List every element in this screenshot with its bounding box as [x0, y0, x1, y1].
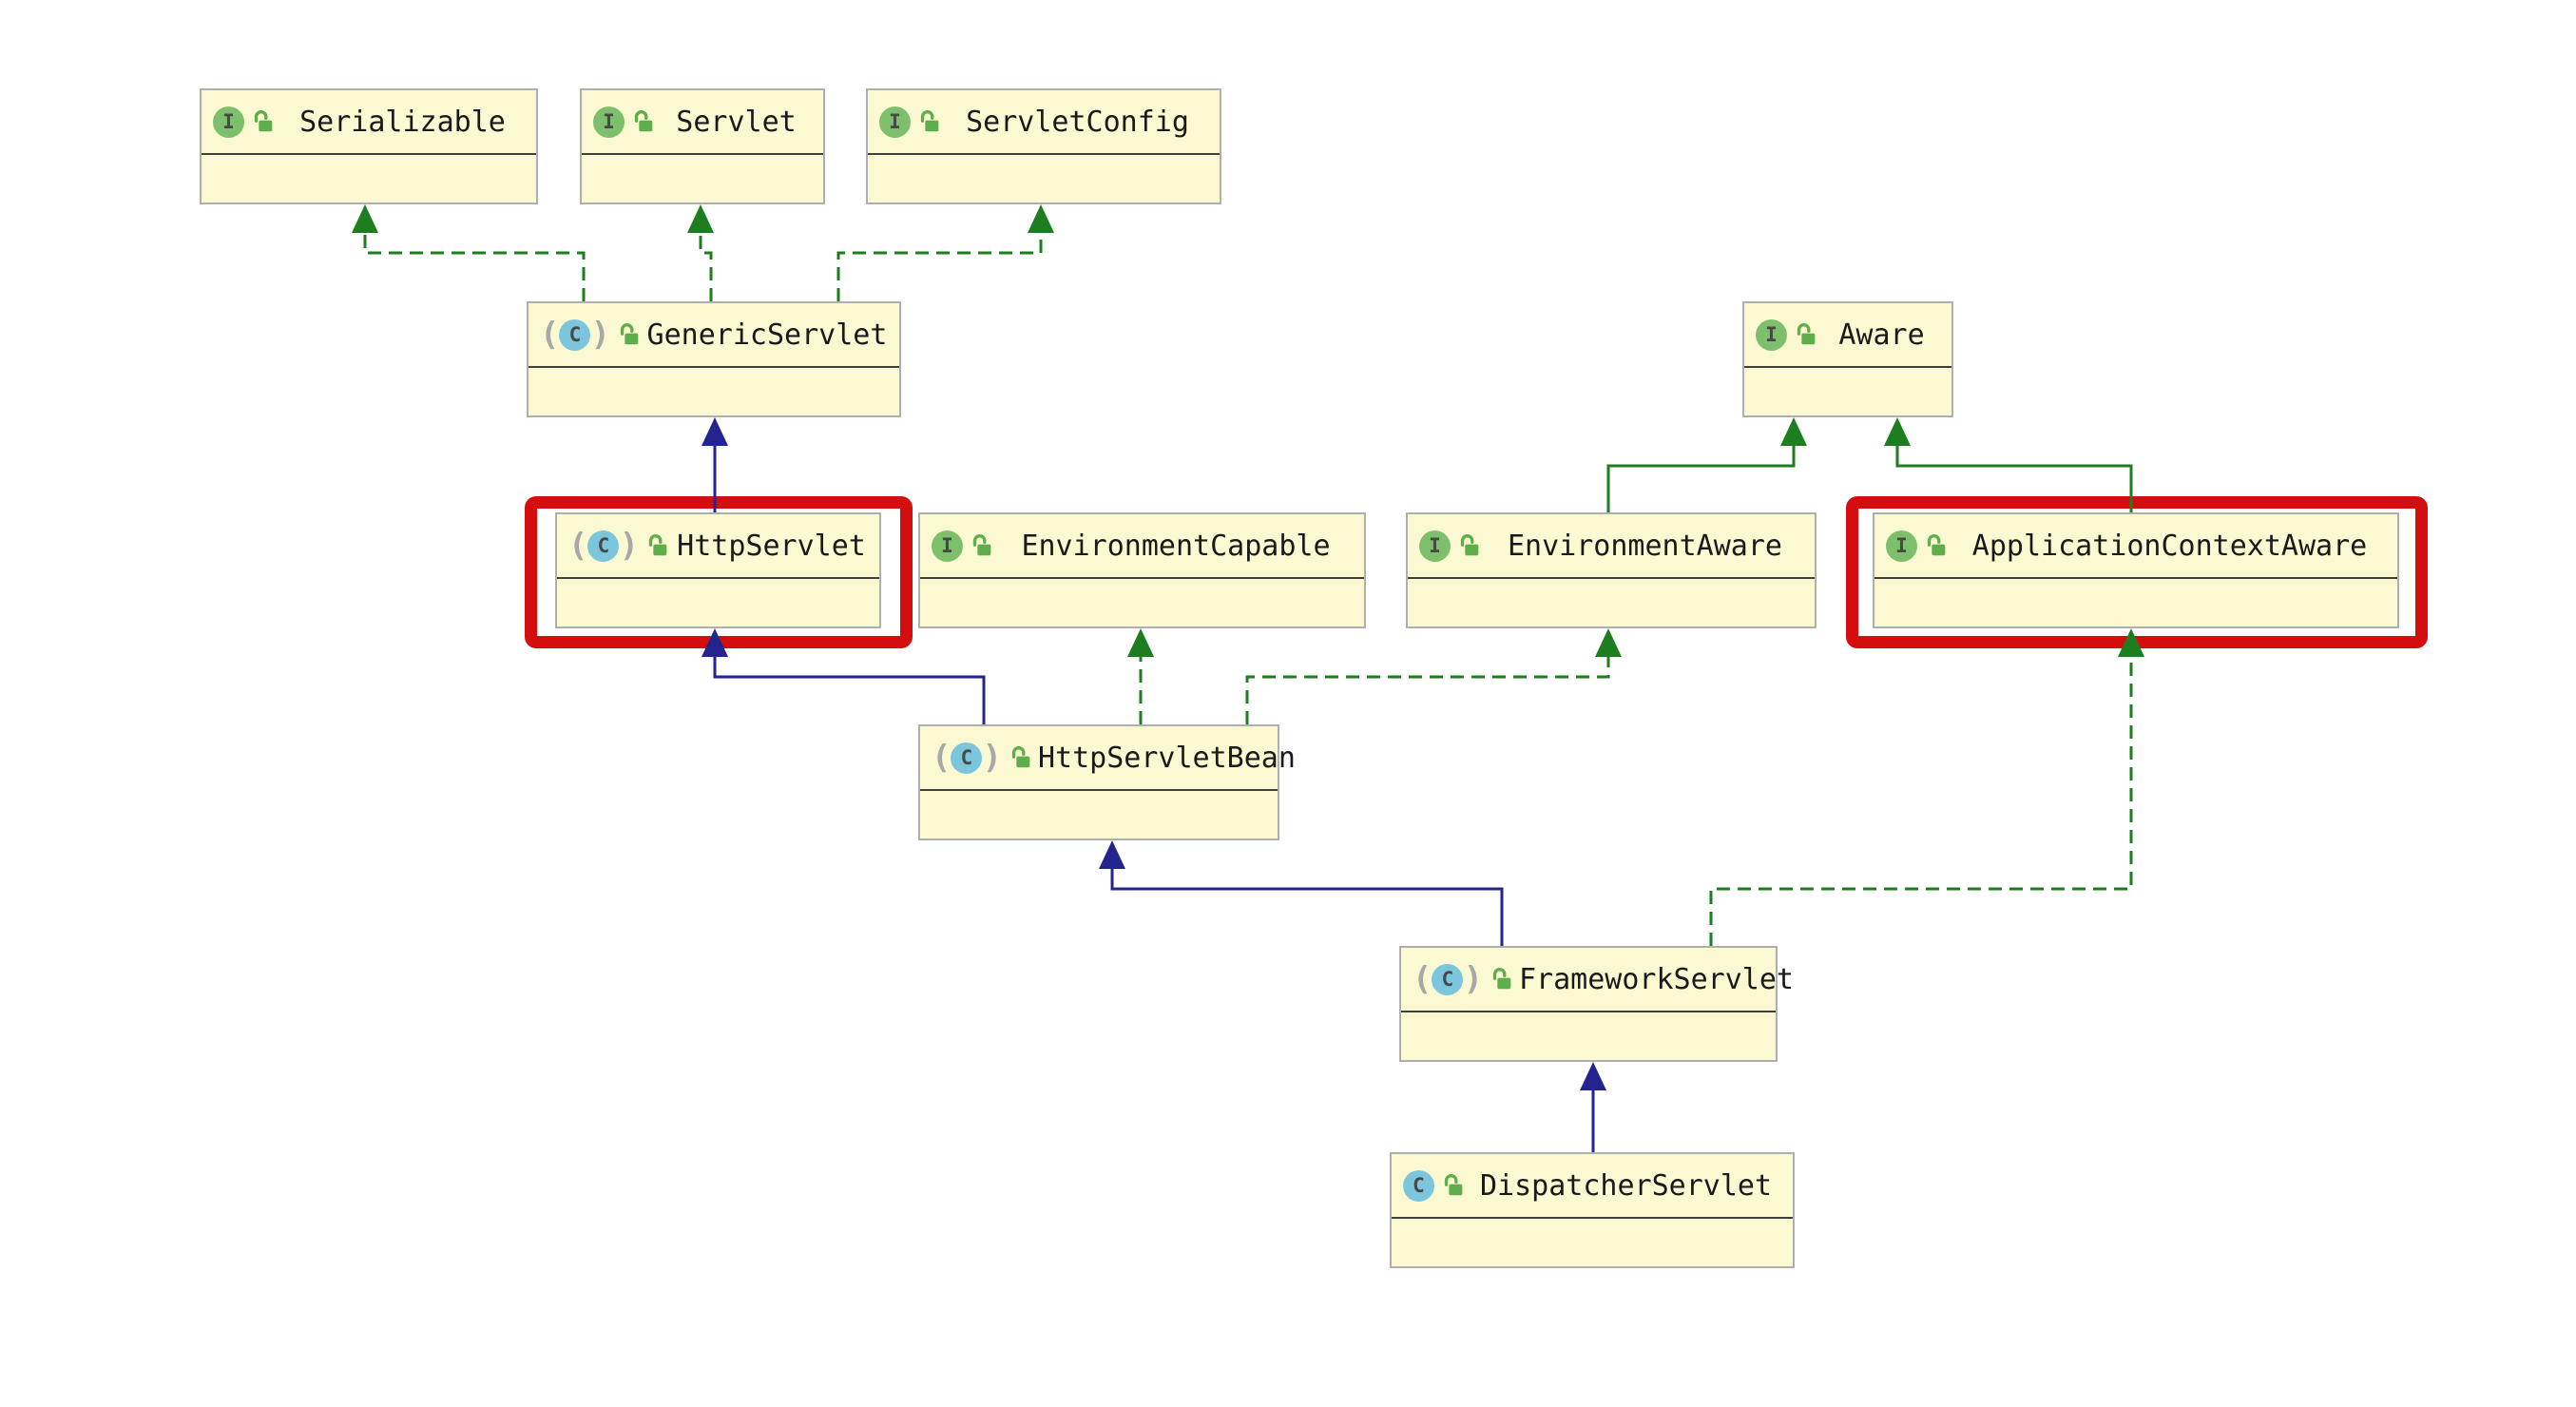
- abstract-paren-icon: [568, 530, 587, 562]
- abstract-paren-icon: [932, 742, 951, 774]
- class-name-label: ServletConfig: [966, 105, 1189, 139]
- edge-httpservletbean-implements-environmentaware: [1245, 628, 1622, 724]
- abstract-paren-icon: [619, 530, 638, 562]
- abstract-class-icon: C: [540, 318, 610, 351]
- class-icon: C: [1403, 1169, 1434, 1202]
- unlocked-icon: [916, 108, 943, 135]
- class-name-label: DispatcherServlet: [1479, 1168, 1773, 1203]
- edge-genericservlet-implements-serializable: [352, 204, 586, 301]
- node-body: [582, 155, 823, 204]
- class-node-dispatcherservlet[interactable]: C DispatcherServlet: [1390, 1152, 1795, 1268]
- node-body: [557, 579, 879, 628]
- class-name-label: FrameworkServlet: [1518, 962, 1794, 996]
- class-node-genericservlet[interactable]: C GenericServlet: [527, 301, 901, 417]
- node-body: [1744, 368, 1951, 417]
- class-name-label: Aware: [1838, 318, 1925, 352]
- interface-icon: I: [932, 530, 963, 562]
- node-body: [920, 791, 1278, 840]
- unlocked-icon: [1793, 321, 1819, 348]
- node-header: C GenericServlet: [529, 303, 899, 368]
- node-body: [1401, 1012, 1776, 1062]
- class-node-environmentaware[interactable]: I EnvironmentAware: [1406, 512, 1817, 628]
- edge-frameworkservlet-extends-httpservletbean: [1099, 840, 1504, 946]
- edge-genericservlet-implements-servlet: [687, 204, 714, 301]
- unlocked-icon: [1456, 532, 1483, 559]
- class-node-frameworkservlet[interactable]: C FrameworkServlet: [1399, 946, 1794, 1062]
- node-body: [920, 579, 1364, 628]
- node-header: I Serializable: [202, 90, 536, 155]
- abstract-paren-icon: [540, 319, 559, 351]
- unlocked-icon: [616, 321, 643, 348]
- unlocked-icon: [250, 108, 277, 135]
- node-body: [529, 368, 899, 417]
- unlocked-icon: [1489, 966, 1515, 993]
- interface-icon: I: [593, 106, 625, 138]
- class-node-environmentcapable[interactable]: I EnvironmentCapable: [918, 512, 1366, 628]
- node-body: [202, 155, 536, 204]
- abstract-paren-icon: [1463, 964, 1482, 995]
- class-name-label: HttpServlet: [677, 529, 866, 563]
- edge-genericservlet-implements-servletconfig: [836, 204, 1054, 301]
- abstract-class-icon: C: [568, 530, 639, 562]
- class-name-label: ApplicationContextAware: [1971, 529, 2368, 563]
- node-header: I EnvironmentAware: [1408, 514, 1815, 579]
- node-header: I ApplicationContextAware: [1874, 514, 2397, 579]
- edge-dispatcherservlet-extends-frameworkservlet: [1580, 1062, 1606, 1152]
- node-body: [1874, 579, 2397, 628]
- node-header: C HttpServletBean: [920, 726, 1296, 791]
- edge-environmentaware-extends-aware: [1606, 417, 1807, 512]
- class-node-applicationcontextaware[interactable]: I ApplicationContextAware: [1873, 512, 2399, 628]
- abstract-paren-icon: [982, 742, 1001, 774]
- unlocked-icon: [1008, 744, 1034, 771]
- interface-icon: I: [1419, 530, 1451, 562]
- class-name-label: EnvironmentCapable: [1021, 529, 1331, 563]
- edge-frameworkservlet-implements-applicationcontextaware: [1709, 628, 2144, 946]
- unlocked-icon: [969, 532, 995, 559]
- interface-icon: I: [879, 106, 911, 138]
- abstract-class-icon: C: [932, 742, 1002, 774]
- class-node-serializable[interactable]: I Serializable: [200, 88, 538, 204]
- unlocked-icon: [1923, 532, 1950, 559]
- interface-icon: I: [1886, 530, 1917, 562]
- abstract-paren-icon: [1413, 964, 1432, 995]
- selection-highlight-httpservlet: [525, 496, 913, 648]
- node-header: C DispatcherServlet: [1392, 1154, 1793, 1219]
- interface-icon: I: [1756, 318, 1787, 351]
- abstract-class-icon: C: [1413, 963, 1483, 995]
- class-node-servletconfig[interactable]: I ServletConfig: [866, 88, 1221, 204]
- class-node-aware[interactable]: I Aware: [1742, 301, 1953, 417]
- unlocked-icon: [644, 532, 671, 559]
- class-name-label: Servlet: [676, 105, 797, 139]
- interface-icon: I: [213, 106, 244, 138]
- node-body: [868, 155, 1220, 204]
- node-header: C FrameworkServlet: [1401, 948, 1794, 1012]
- class-node-httpservletbean[interactable]: C HttpServletBean: [918, 724, 1296, 840]
- edge-httpservletbean-implements-environmentcapable: [1127, 628, 1154, 724]
- abstract-paren-icon: [590, 319, 609, 351]
- class-name-label: GenericServlet: [646, 318, 888, 352]
- class-name-label: Serializable: [299, 105, 506, 139]
- class-name-label: HttpServletBean: [1037, 741, 1296, 775]
- class-node-servlet[interactable]: I Servlet: [580, 88, 825, 204]
- class-node-httpservlet[interactable]: C HttpServlet: [555, 512, 881, 628]
- class-name-label: EnvironmentAware: [1508, 529, 1782, 563]
- node-body: [1408, 579, 1815, 628]
- node-header: I Servlet: [582, 90, 823, 155]
- node-body: [1392, 1219, 1793, 1268]
- node-header: I EnvironmentCapable: [920, 514, 1364, 579]
- unlocked-icon: [1440, 1172, 1467, 1199]
- node-header: I ServletConfig: [868, 90, 1220, 155]
- unlocked-icon: [630, 108, 657, 135]
- node-header: I Aware: [1744, 303, 1951, 368]
- node-header: C HttpServlet: [557, 514, 879, 579]
